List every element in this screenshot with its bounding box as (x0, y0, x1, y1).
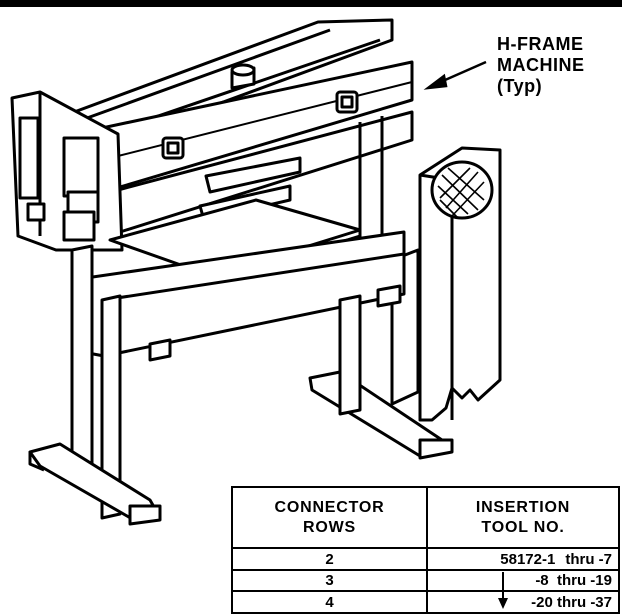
machine-drawing (10, 18, 502, 526)
header-rows-line-1: CONNECTOR (274, 498, 385, 516)
cell-rows: 4 (231, 590, 428, 614)
callout-label: H-FRAME MACHINE (Typ) (497, 34, 617, 97)
table-row: 3 -8 thru -19 (231, 568, 620, 593)
header-tool-line-2: TOOL NO. (481, 518, 565, 536)
callout-line-1: H-FRAME (497, 34, 584, 54)
header-tool-line-1: INSERTION (475, 498, 571, 516)
tool-range: thru -7 (565, 550, 612, 568)
callout-arrow (423, 60, 487, 90)
table-header-row: CONNECTOR ROWS INSERTION TOOL NO. (231, 485, 620, 550)
cell-tool: -20 thru -37 (426, 590, 620, 614)
header-rows-line-2: ROWS (303, 518, 356, 536)
callout-line-2: MACHINE (497, 55, 585, 75)
header-insertion-tool: INSERTION TOOL NO. (426, 485, 620, 550)
tool-range: -20 thru -37 (531, 593, 612, 611)
insertion-tool-table: CONNECTOR ROWS INSERTION TOOL NO. 2 5817… (231, 485, 620, 614)
top-border (0, 0, 622, 7)
tool-prefix: 58172-1 (500, 550, 556, 568)
callout-line-3: (Typ) (497, 76, 543, 96)
tool-range: -8 thru -19 (535, 572, 612, 590)
header-connector-rows: CONNECTOR ROWS (231, 485, 428, 550)
cell-tool: -8 thru -19 (426, 568, 620, 593)
table-row: 4 -20 thru -37 (231, 590, 620, 614)
